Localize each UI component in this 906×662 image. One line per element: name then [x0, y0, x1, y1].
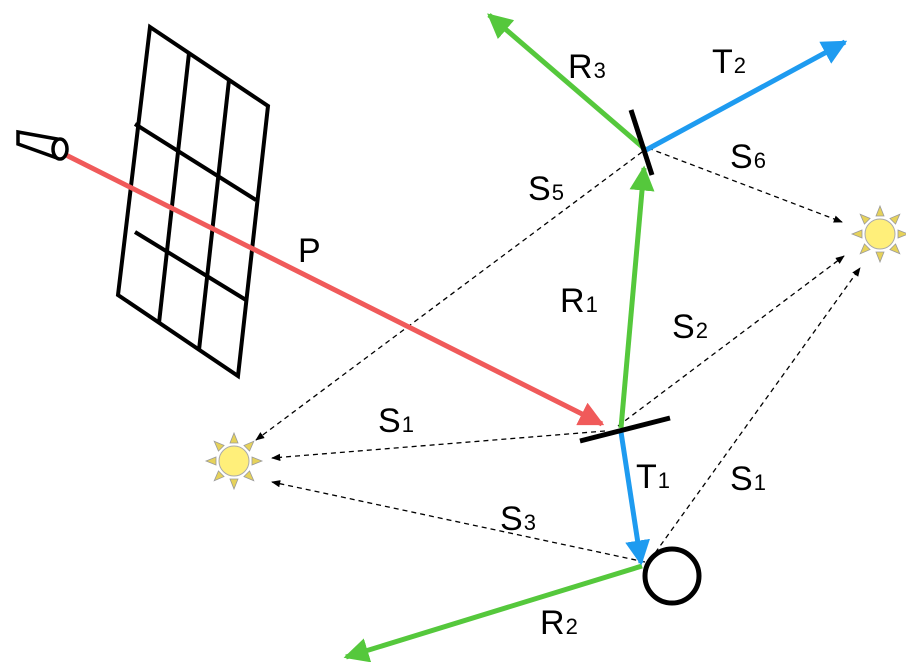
shadow-ray-s2: [617, 255, 845, 427]
grid-line-horizontal-1: [133, 122, 258, 202]
label-t2: T2: [712, 43, 746, 81]
label-s5: S5: [528, 170, 564, 208]
label-s2: S2: [672, 308, 708, 346]
label-p: P: [298, 232, 321, 270]
sun-icon: [851, 205, 906, 263]
sphere-object: [642, 546, 702, 606]
label-r1: R1: [560, 282, 598, 320]
transmitted-ray-t1: [618, 431, 650, 566]
label-s6: S6: [730, 138, 766, 176]
shadow-rays: [255, 147, 861, 563]
shadow-ray-s6: [647, 147, 843, 223]
eye-icon: [16, 129, 69, 161]
label-r2: R2: [540, 604, 578, 642]
image-plane-grid: [115, 23, 271, 380]
transmitted-ray-t2: [644, 39, 848, 153]
grid-line-horizontal-2: [133, 230, 248, 302]
label-s3: S3: [500, 500, 536, 538]
grid-line-vertical-2: [197, 79, 231, 351]
image-plane-border: [115, 23, 271, 380]
grid-line-vertical-1: [157, 52, 191, 324]
surface-upper: [628, 109, 655, 176]
shadow-ray-s1-right: [649, 267, 861, 561]
label-s1-right: S1: [730, 460, 766, 498]
label-r3: R3: [568, 48, 606, 86]
label-s1-left: S1: [378, 402, 414, 440]
label-t1: T1: [636, 458, 670, 496]
reflected-ray-r1: [618, 165, 655, 429]
sun-icon: [205, 432, 263, 490]
reflected-ray-r3: [487, 13, 648, 152]
shadow-ray-s1-left: [271, 430, 606, 461]
shadow-ray-s3: [271, 480, 646, 563]
reflected-ray-r2: [343, 563, 643, 662]
surface-lower: [579, 415, 671, 444]
primary-ray-p: [58, 149, 605, 427]
